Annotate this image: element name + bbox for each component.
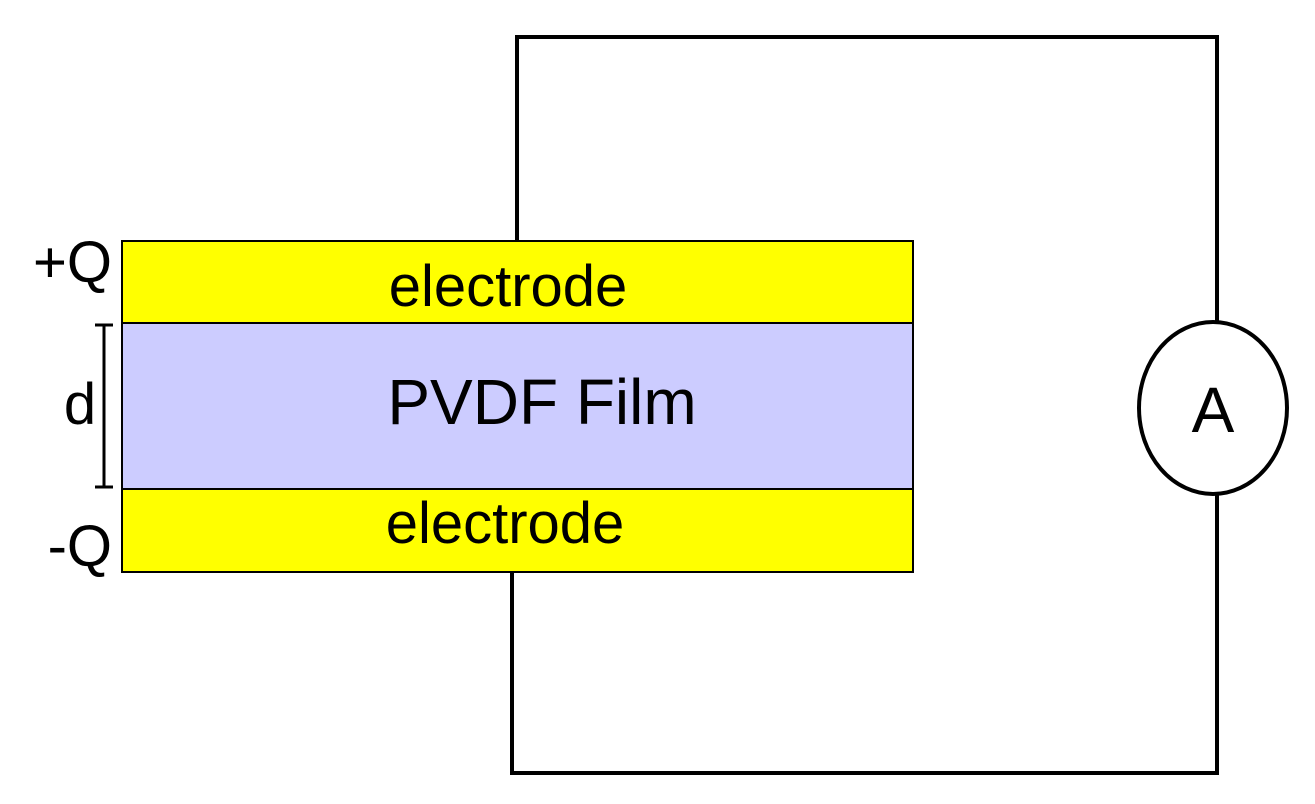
thickness-label: d <box>64 372 96 437</box>
top-electrode <box>121 240 914 324</box>
bottom-electrode <box>121 488 914 573</box>
bottom-wire <box>510 494 1219 775</box>
ammeter-label: A <box>1192 374 1235 446</box>
top-electrode-label: electrode <box>389 254 628 319</box>
negative-charge-label: -Q <box>48 514 112 579</box>
top-wire <box>515 35 1219 322</box>
ammeter-circle <box>1137 320 1289 496</box>
positive-charge-label: +Q <box>33 230 112 295</box>
pvdf-film-label: PVDF Film <box>387 366 696 438</box>
bottom-electrode-label: electrode <box>386 491 625 556</box>
pvdf-film <box>121 322 914 490</box>
thickness-dimension <box>95 323 113 489</box>
